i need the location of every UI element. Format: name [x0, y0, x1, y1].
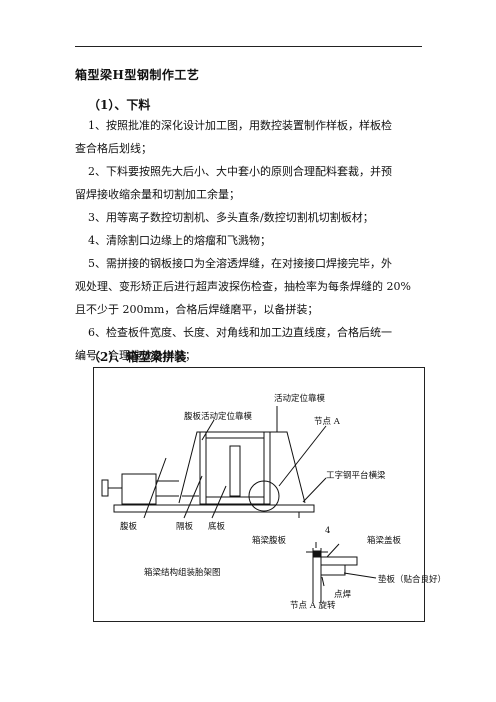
paragraph-line: 5、需拼接的钢板接口为全溶透焊缝，在对接接口焊接完毕，外 — [88, 257, 392, 270]
section-heading-2: （2）、箱型梁拼装 — [88, 350, 187, 364]
paragraph-line: 3、用等离子数控切割机、多头直条/数控切割机切割板材； — [88, 211, 374, 224]
paragraph-2: 2、下料要按照先大后小、大中套小的原则合理配料套裁，并预 留焊接收缩余量和切割加… — [75, 160, 425, 206]
label-backing: 垫板（贴合良好） — [378, 575, 447, 585]
paragraph-3: 3、用等离子数控切割机、多头直条/数控切割机切割板材； — [75, 206, 425, 229]
label-active-mold: 活动定位靠模 — [274, 394, 326, 404]
label-box-web: 箱梁腹板 — [252, 536, 287, 546]
screw-handle-shape — [101, 479, 109, 497]
label-box-cover: 箱梁盖板 — [367, 536, 402, 546]
paragraph-4: 4、清除割口边缘上的熔瘤和飞溅物； — [75, 229, 425, 252]
right-mold-shape — [270, 431, 306, 504]
right-web-plate-shape — [263, 431, 271, 505]
label-web: 腹板 — [120, 522, 138, 532]
paragraph-line: 且不少于 200mm，合格后焊缝磨平，以备拼装； — [75, 303, 319, 316]
left-web-plate-shape — [199, 431, 207, 505]
section-heading-1: （1）、下料 — [88, 98, 151, 112]
left-mold-shape — [178, 431, 214, 504]
backing-plate-shape — [320, 564, 346, 576]
label-node-a-rotated: 节点 A 旋转 — [290, 601, 336, 611]
label-bottom: 底板 — [208, 522, 226, 532]
paragraph-line: 4、清除割口边缘上的熔瘤和飞溅物； — [88, 234, 271, 247]
label-web-mold: 腹板活动定位靠模 — [184, 412, 253, 422]
paragraph-line: 6、检查板件宽度、长度、对角线和加工边直线度，合格后统一 — [88, 326, 392, 339]
paragraph-line: 1、按照批准的深化设计加工图，用数控装置制作样板，样板检 — [88, 119, 392, 132]
label-dim-4: 4 — [325, 526, 331, 536]
bottom-plate-shape — [205, 496, 265, 505]
doc-title: 箱型梁H型钢制作工艺 — [75, 68, 200, 82]
paragraph-6: 6、检查板件宽度、长度、对角线和加工边直线度，合格后统一 编号、合理堆放备拼装； — [75, 321, 425, 367]
paragraph-line: 查合格后划线； — [75, 142, 152, 155]
paragraph-line: 2、下料要按照先大后小、大中套小的原则合理配料套裁，并预 — [88, 165, 392, 178]
platform-beam-shape — [113, 504, 315, 513]
screw-jack-shape — [121, 473, 157, 505]
paragraph-5: 5、需拼接的钢板接口为全溶透焊缝，在对接接口焊接完毕，外 观处理、变形矫正后进行… — [75, 252, 425, 321]
node-a-circle — [248, 480, 280, 512]
assembly-jig-figure: 腹板活动定位靠模 活动定位靠模 节点 A 工字钢平台横梁 腹板 隔板 底板 箱梁… — [93, 367, 446, 622]
diaphragm-shape — [229, 445, 241, 497]
label-node-a: 节点 A — [314, 417, 340, 427]
label-diaphragm: 隔板 — [176, 522, 194, 532]
paragraph-line: 编号、合理堆放备拼装； — [75, 349, 196, 362]
paragraph-line: 留焊接收缩余量和切割加工余量； — [75, 188, 240, 201]
cover-plate-shape — [320, 556, 358, 566]
figure-caption: 箱梁结构组装胎架图 — [144, 568, 221, 578]
paragraph-line: 观处理、变形矫正后进行超声波探伤检查，抽检率为每条焊缝的 20% — [75, 280, 411, 293]
label-tack-weld: 点焊 — [334, 590, 352, 600]
assembly-jig-drawing — [101, 406, 377, 602]
paragraph-1: 1、按照批准的深化设计加工图，用数控装置制作样板，样板检 查合格后划线； — [75, 114, 425, 160]
label-beam: 工字钢平台横梁 — [326, 471, 386, 481]
header-rule — [75, 46, 422, 47]
